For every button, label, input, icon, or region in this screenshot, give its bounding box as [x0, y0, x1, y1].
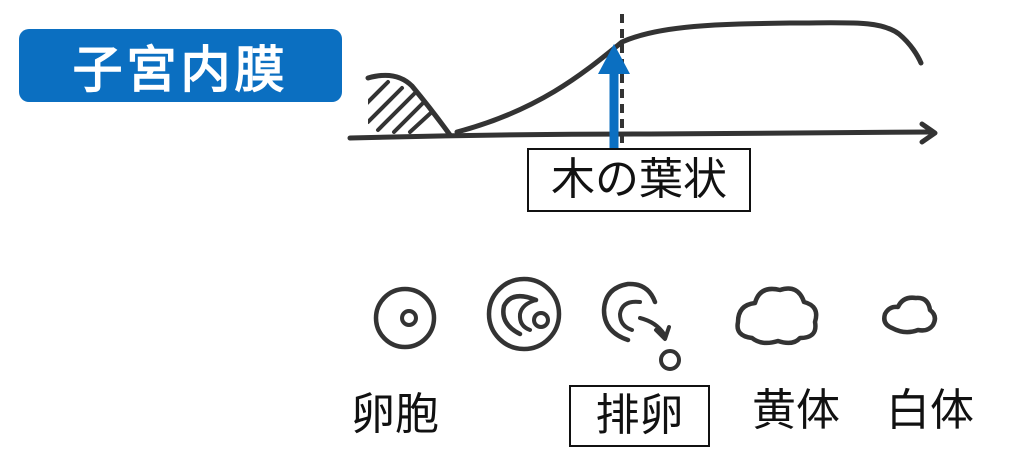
- title-badge: 子宮内膜: [19, 29, 342, 102]
- ovulation-label: 排卵: [595, 390, 684, 441]
- corpus-luteum-label: 黄体: [752, 385, 840, 436]
- hatched-region: [365, 72, 453, 138]
- oocyte-label: 卵胞: [351, 389, 439, 440]
- ovulating-follicle-icon: [601, 281, 681, 371]
- endometrium-curve: [454, 20, 924, 135]
- page-title: 子宮内膜: [72, 40, 289, 99]
- corpus-luteum-icon: [735, 286, 819, 346]
- ovulation-label-box: 排卵: [569, 385, 710, 447]
- corpus-albicans-icon: [882, 295, 938, 335]
- time-axis: [347, 129, 933, 141]
- mature-follicle-icon: [486, 276, 562, 352]
- corpus-albicans-label: 白体: [886, 385, 974, 436]
- oocyte-icon: [373, 286, 437, 350]
- axis-arrowhead: [919, 121, 938, 145]
- leaf-shape-label-box: 木の葉状: [527, 148, 751, 212]
- blue-up-arrow: [598, 44, 630, 150]
- leaf-shape-label: 木の葉状: [551, 154, 727, 205]
